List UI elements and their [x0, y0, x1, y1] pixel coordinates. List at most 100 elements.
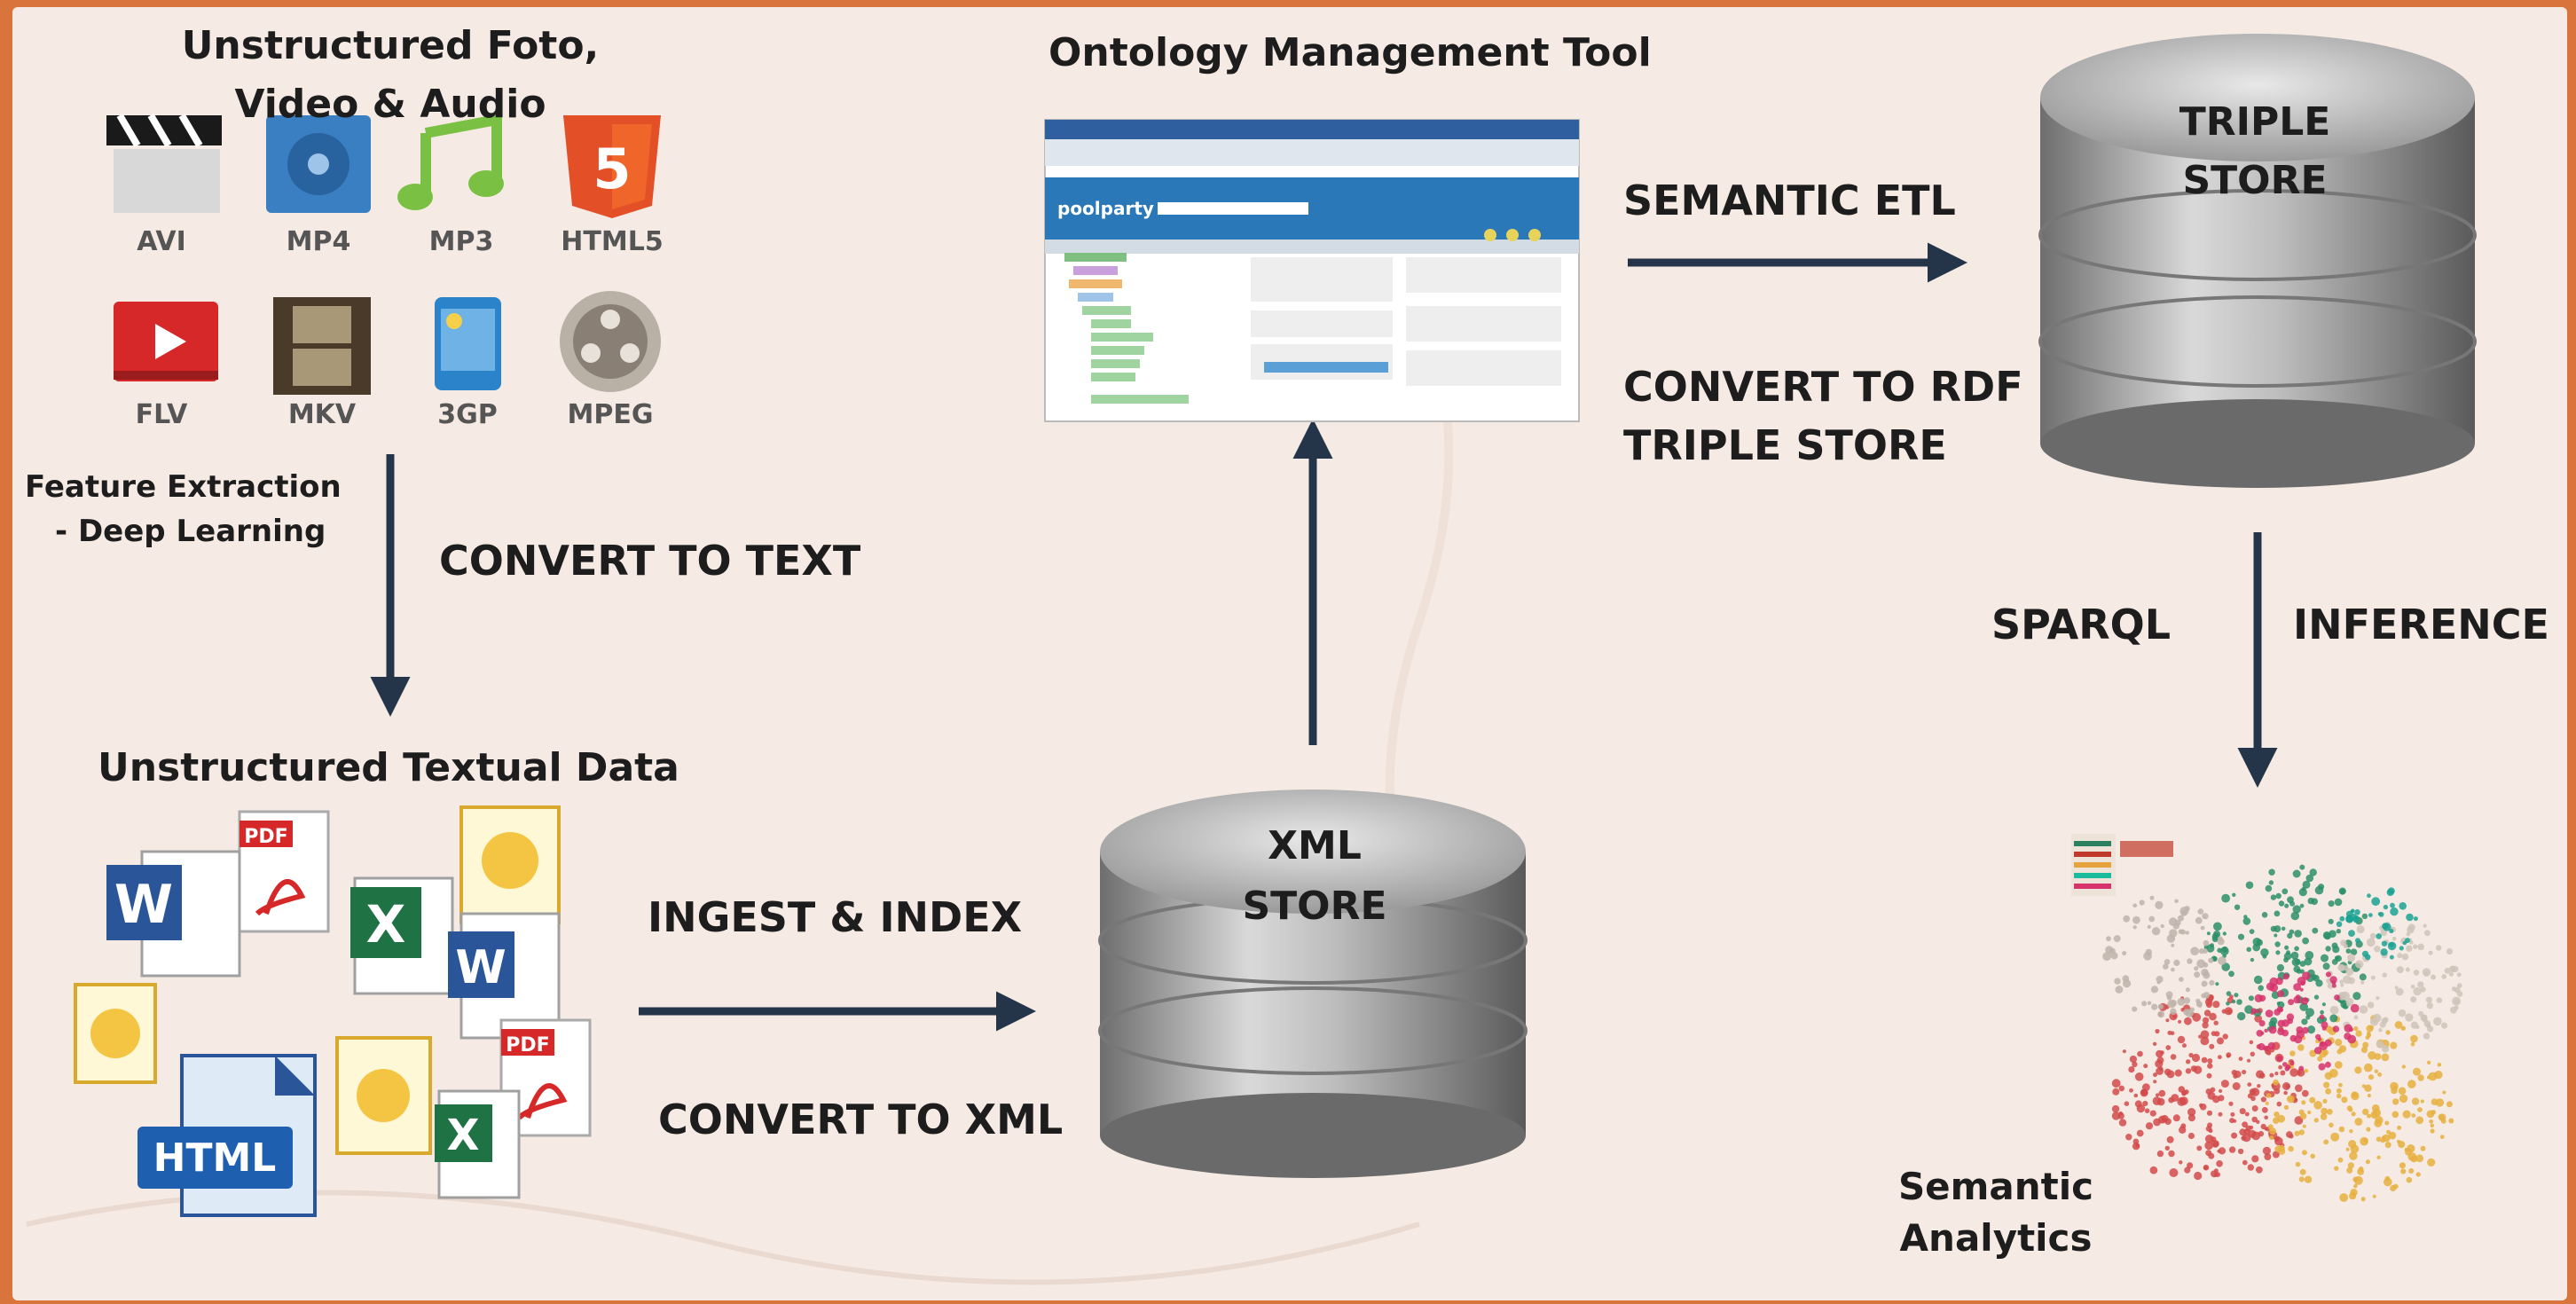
network-node — [2339, 915, 2345, 922]
network-node — [2360, 1046, 2368, 1054]
network-node — [2318, 1063, 2326, 1071]
network-node — [2400, 1168, 2407, 1174]
network-node — [2299, 903, 2305, 908]
pdf-label: PDF — [506, 1034, 549, 1057]
network-node — [2157, 1010, 2165, 1018]
network-node — [2229, 1118, 2235, 1124]
network-node — [2397, 1125, 2402, 1130]
network-node — [2284, 903, 2289, 908]
ontology-app-logo: poolparty — [1057, 198, 1154, 219]
network-node — [2203, 962, 2209, 968]
network-node — [2276, 963, 2284, 972]
network-node — [2304, 1175, 2313, 1183]
network-node — [2142, 1083, 2150, 1091]
network-node — [2368, 1074, 2375, 1080]
outlook-doc-icon — [74, 983, 157, 1084]
excel-doc-icon: X — [350, 876, 454, 995]
network-node — [2369, 1025, 2374, 1030]
network-node — [2253, 975, 2263, 985]
network-node — [2258, 985, 2264, 992]
network-node — [2297, 1070, 2302, 1076]
network-node — [2398, 1087, 2407, 1096]
network-node — [2151, 1003, 2158, 1010]
network-node — [2158, 1066, 2164, 1072]
network-node — [2128, 1066, 2135, 1073]
network-node — [2348, 1027, 2353, 1033]
network-node — [2323, 1139, 2329, 1145]
network-node — [2265, 1009, 2274, 1017]
network-node — [2277, 1114, 2286, 1123]
triple-store-cylinder — [2038, 34, 2477, 488]
network-node — [2132, 925, 2137, 930]
network-node — [2160, 923, 2164, 929]
network-node — [2139, 899, 2145, 906]
network-node — [2380, 948, 2388, 956]
network-node — [2411, 1113, 2416, 1118]
network-node — [2336, 1093, 2342, 1099]
xml-store-label-line1: XML — [1268, 823, 1362, 868]
network-node — [2382, 1045, 2390, 1053]
network-node — [2144, 1108, 2150, 1113]
network-node — [2383, 923, 2391, 931]
network-node — [2353, 1183, 2358, 1189]
network-node — [2347, 1034, 2357, 1044]
network-node — [2268, 1025, 2277, 1034]
network-node — [2211, 1136, 2217, 1143]
network-node — [2163, 963, 2169, 970]
network-node — [2234, 904, 2241, 910]
network-node — [2164, 1118, 2172, 1125]
network-node — [2307, 1110, 2312, 1115]
word-doc-icon: W — [448, 912, 561, 1040]
network-node — [2185, 987, 2190, 993]
network-node — [2110, 952, 2118, 960]
network-node — [2157, 1003, 2164, 1009]
sparql-label: SPARQL — [1991, 601, 2171, 648]
network-node — [2341, 1096, 2348, 1104]
network-node — [2410, 1034, 2418, 1043]
network-node — [2220, 1080, 2229, 1088]
network-node — [2200, 1030, 2210, 1039]
network-node — [2440, 1119, 2446, 1124]
network-node — [2123, 979, 2132, 988]
network-node — [2203, 939, 2210, 947]
network-node — [2179, 1160, 2183, 1165]
network-node — [2331, 958, 2338, 965]
network-node — [2325, 1025, 2333, 1033]
network-node — [2402, 1110, 2411, 1119]
clapperboard-icon — [106, 113, 222, 213]
network-node — [2184, 1017, 2192, 1025]
network-node — [2428, 1072, 2438, 1081]
network-node — [2202, 1022, 2209, 1029]
network-node — [2272, 1151, 2280, 1159]
network-node — [2203, 971, 2211, 979]
network-node — [2133, 1093, 2139, 1098]
network-node — [2423, 1033, 2431, 1040]
network-node — [2199, 1103, 2203, 1108]
format-label-3gp: 3GP — [437, 399, 498, 430]
network-node — [2317, 1056, 2323, 1062]
network-node — [2282, 1062, 2288, 1067]
network-node — [2423, 930, 2431, 937]
network-node — [2377, 912, 2382, 916]
network-node — [2365, 1159, 2370, 1165]
network-node — [2454, 986, 2461, 994]
network-node — [2298, 1176, 2305, 1182]
svg-text:5: 5 — [593, 137, 631, 201]
network-node — [2201, 980, 2208, 987]
network-node — [2250, 957, 2255, 962]
network-node — [2384, 1175, 2391, 1182]
network-node — [2366, 1031, 2371, 1036]
network-node — [2367, 1002, 2375, 1009]
network-node — [2405, 938, 2410, 944]
network-node — [2381, 940, 2388, 947]
network-node — [2301, 1100, 2306, 1105]
html-badge-label: HTML — [153, 1135, 277, 1181]
network-node — [2399, 1162, 2406, 1169]
network-node — [2201, 1057, 2208, 1064]
network-node — [2292, 905, 2301, 914]
network-node — [2406, 1176, 2413, 1183]
network-node — [2206, 1072, 2212, 1079]
network-node — [2118, 1111, 2124, 1116]
network-node — [2180, 909, 2187, 916]
network-node — [2334, 1166, 2339, 1171]
